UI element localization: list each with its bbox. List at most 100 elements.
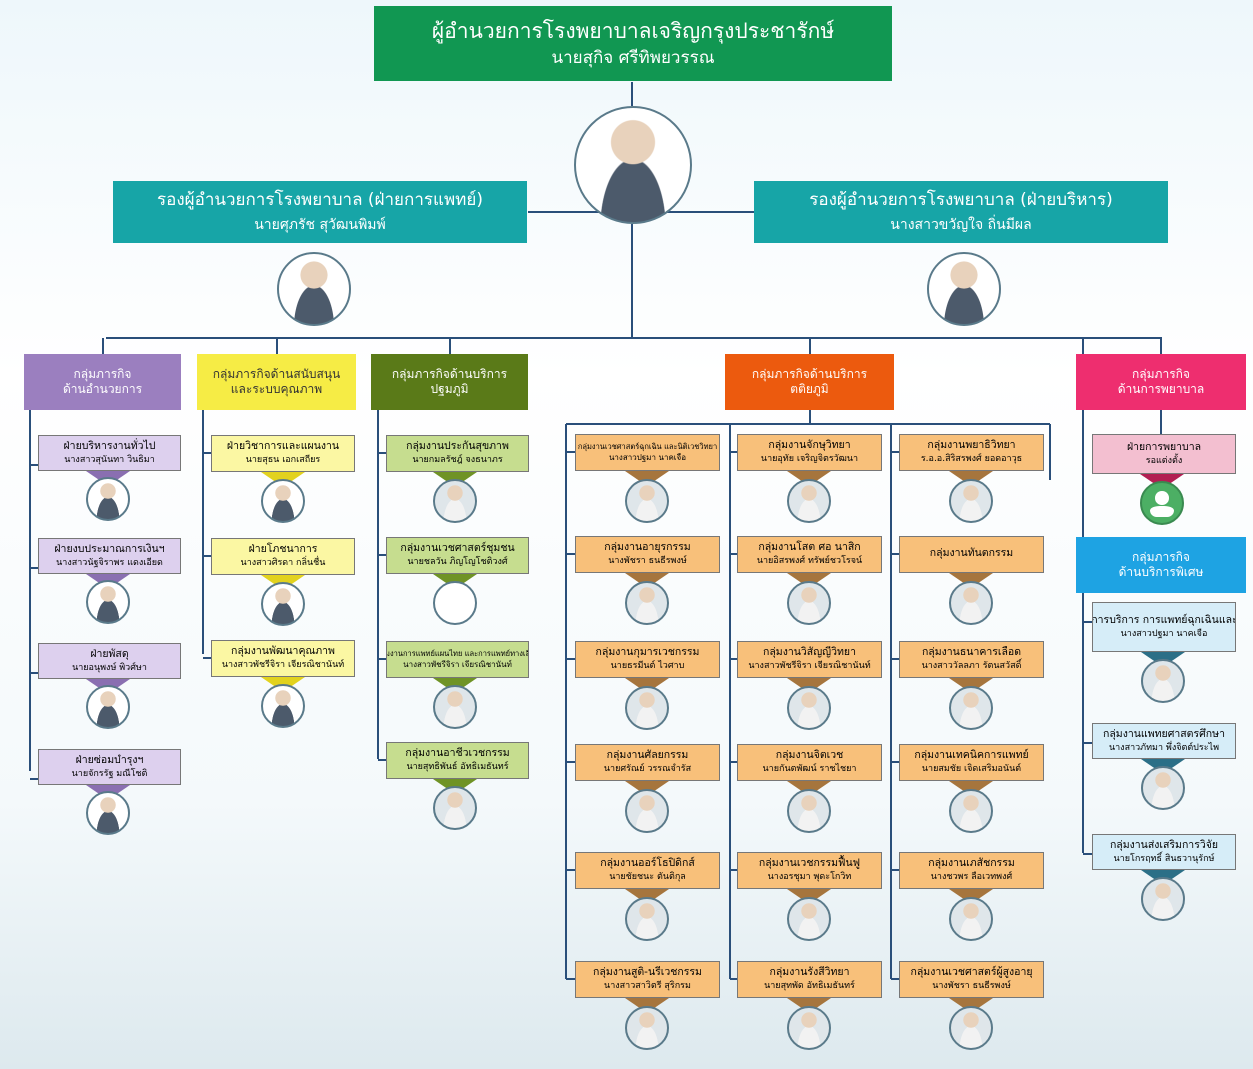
admin-unit-0: ฝ่ายบริหารงานทั่วไปนางสาวสุนันทา วินธิมา [38, 435, 181, 471]
tertiary-unit-1-5-name: นายสุทพัด อัทธิเมธันทร์ [764, 981, 855, 992]
tertiary-unit-2-5-title: กลุ่มงานเวชศาสตร์ผู้สูงอายุ [910, 966, 1033, 979]
special-unit-1-name: นางสาวภัทมา พึ่งจิตต์ประไพ [1108, 742, 1220, 753]
tertiary-unit-0-5-title: กลุ่มงานสูติ-นรีเวชกรรม [593, 966, 702, 979]
support-unit-0-title: ฝ่ายวิชาการและแผนงาน [226, 440, 340, 453]
tertiary-unit-2-0: กลุ่มงานพยาธิวิทยาร.อ.อ.สิริสรพงศ์ ยอดอา… [899, 434, 1044, 471]
tertiary-unit-2-4: กลุ่มงานเภสัชกรรมนางชวพร ลือเวทพงศ์ [899, 852, 1044, 889]
tertiary-unit-0-2-name: นายธรมีนต์ ไวศาบ [610, 661, 685, 672]
nursing-unit-0-title: ฝ่ายการพยาบาล [1126, 440, 1202, 453]
deputy-medical-photo-icon [277, 252, 351, 326]
tertiary-unit-0-5-photo-icon [625, 1006, 669, 1050]
tertiary-unit-0-4-title: กลุ่มงานออร์โธปิดิกส์ [600, 857, 695, 870]
group-special-header: กลุ่มภารกิจด้านบริการพิเศษ [1076, 537, 1246, 593]
tertiary-unit-1-1-name: นายอิสรพงศ์ ทรัพย์ชวโรจน์ [756, 556, 863, 567]
tertiary-unit-0-0-photo-icon [625, 479, 669, 523]
tertiary-unit-0-3: กลุ่มงานศัลยกรรมนายศรัณย์ วรรณจำรัส [575, 744, 720, 781]
tertiary-unit-2-3: กลุ่มงานเทคนิคการแพทย์นายสมชัย เจิดเสริม… [899, 744, 1044, 781]
group-primary-header: กลุ่มภารกิจด้านบริการปฐมภูมิ [371, 354, 528, 410]
nursing-unit-0-vacant-icon [1140, 481, 1184, 525]
tertiary-unit-1-1-title: กลุ่มงานโสต ศอ นาสิก [758, 541, 861, 554]
special-unit-0-title: กลุ่มงานการบริการ การแพทย์ฉุกเฉินและรับส… [1093, 613, 1236, 626]
special-unit-2-title: กลุ่มงานส่งเสริมการวิจัย [1109, 838, 1219, 851]
tertiary-unit-2-3-photo-icon [949, 789, 993, 833]
tertiary-unit-1-5: กลุ่มงานรังสีวิทยานายสุทพัด อัทธิเมธันทร… [737, 961, 882, 998]
director-photo-icon [574, 106, 692, 224]
support-unit-1-title: ฝ่ายโภชนาการ [248, 543, 318, 556]
support-unit-0: ฝ่ายวิชาการและแผนงานนายสุธน เอกเสถียร [211, 435, 355, 472]
tertiary-unit-2-2-name: นางสาววัลลภา รัตนสวัสดิ์ [921, 661, 1022, 672]
nursing-unit-0-name: รอแต่งตั้ง [1145, 455, 1183, 466]
tertiary-unit-2-4-name: นางชวพร ลือเวทพงศ์ [930, 872, 1013, 883]
tertiary-unit-0-4-name: นายชัยชนะ ตันติกุล [609, 872, 686, 883]
primary-unit-2-title: กลุ่มงานการแพทย์แผนไทย และการแพทย์ทางเลื… [387, 648, 528, 658]
tertiary-unit-0-0-name: นางสาวปฐมา นาคเจือ [608, 453, 687, 463]
group-admin-header-line2: ด้านอำนวยการ [62, 382, 143, 396]
tertiary-unit-1-2-title: กลุ่มงานวิสัญญีวิทยา [763, 646, 856, 659]
deputy-admin-box: รองผู้อำนวยการโรงพยาบาล (ฝ่ายบริหาร) นาง… [754, 181, 1168, 243]
group-tertiary-header-line1: กลุ่มภารกิจด้านบริการ [751, 367, 868, 381]
tertiary-unit-1-2-photo-icon [787, 686, 831, 730]
tertiary-unit-2-0-title: กลุ่มงานพยาธิวิทยา [927, 439, 1016, 452]
primary-unit-2-photo-icon [433, 685, 477, 729]
tertiary-unit-1-3-name: นายกันตพัฒน์ ราชไชยา [762, 764, 857, 775]
tertiary-unit-2-2-photo-icon [949, 686, 993, 730]
tertiary-unit-2-4-photo-icon [949, 897, 993, 941]
tertiary-unit-0-4-photo-icon [625, 897, 669, 941]
group-support-header-line1: กลุ่มภารกิจด้านสนับสนุน [212, 367, 341, 381]
tertiary-unit-1-4: กลุ่มงานเวชกรรมฟื้นฟูนางอรชุมา พุดะโกวิท [737, 852, 882, 889]
special-unit-0: กลุ่มงานการบริการ การแพทย์ฉุกเฉินและรับส… [1092, 602, 1236, 652]
group-nursing-header-line1: กลุ่มภารกิจ [1132, 367, 1190, 381]
tertiary-unit-2-3-title: กลุ่มงานเทคนิคการแพทย์ [914, 749, 1029, 762]
admin-unit-3-name: นายจักรรัฐ มณีโชติ [71, 768, 148, 779]
tertiary-unit-0-5: กลุ่มงานสูติ-นรีเวชกรรมนางสาวสาวิตรี สุร… [575, 961, 720, 998]
support-unit-2-photo-icon [261, 684, 305, 728]
deputy-medical-title: รองผู้อำนวยการโรงพยาบาล (ฝ่ายการแพทย์) [157, 189, 483, 210]
group-support-header-line2: และระบบคุณภาพ [230, 382, 323, 396]
primary-unit-3-title: กลุ่มงานอาชีวเวชกรรม [405, 747, 510, 760]
admin-unit-1-title: ฝ่ายงบประมาณการเงินฯ [54, 542, 165, 555]
support-unit-1-name: นางสาวศิรดา กลิ่นชื่น [240, 558, 326, 569]
support-unit-0-photo-icon [261, 479, 305, 523]
tertiary-unit-0-2-title: กลุ่มงานกุมารเวชกรรม [595, 646, 700, 659]
admin-unit-3-photo-icon [86, 791, 130, 835]
deputy-medical-box: รองผู้อำนวยการโรงพยาบาล (ฝ่ายการแพทย์) น… [113, 181, 527, 243]
tertiary-unit-1-4-photo-icon [787, 897, 831, 941]
deputy-admin-title: รองผู้อำนวยการโรงพยาบาล (ฝ่ายบริหาร) [809, 189, 1113, 210]
tertiary-unit-0-5-name: นางสาวสาวิตรี สุริกรม [604, 981, 691, 992]
admin-unit-3-title: ฝ่ายซ่อมบำรุงฯ [75, 753, 144, 766]
director-title: ผู้อำนวยการโรงพยาบาลเจริญกรุงประชารักษ์ [431, 18, 835, 43]
tertiary-unit-1-5-title: กลุ่มงานรังสีวิทยา [769, 966, 850, 979]
primary-unit-1-name: นายชลวัน ภิญโญโชติวงศ์ [407, 557, 508, 568]
admin-unit-0-title: ฝ่ายบริหารงานทั่วไป [63, 439, 156, 452]
group-nursing-header-line2: ด้านการพยาบาล [1117, 382, 1205, 396]
group-tertiary-header-line2: ตติยภูมิ [790, 382, 829, 396]
nursing-unit-0: ฝ่ายการพยาบาลรอแต่งตั้ง [1092, 434, 1236, 474]
primary-unit-2-name: นางสาวพัชรีจิรา เจียรณิชานันท์ [403, 660, 512, 670]
tertiary-unit-2-3-name: นายสมชัย เจิดเสริมอนันต์ [921, 764, 1022, 775]
tertiary-unit-2-0-photo-icon [949, 479, 993, 523]
support-unit-2-name: นางสาวพัชรีจิรา เจียรณิชานันท์ [221, 660, 345, 671]
support-unit-1: ฝ่ายโภชนาการนางสาวศิรดา กลิ่นชื่น [211, 538, 355, 575]
group-tertiary-header: กลุ่มภารกิจด้านบริการตติยภูมิ [725, 354, 894, 410]
tertiary-unit-0-1: กลุ่มงานอายุรกรรมนางพัชรา ธนธีรพงษ์ [575, 536, 720, 573]
primary-unit-1-photo-icon [433, 581, 477, 625]
primary-unit-0: กลุ่มงานประกันสุขภาพนายกมลรัชฎ์ จงธนาภร [386, 435, 529, 472]
tertiary-unit-1-5-photo-icon [787, 1006, 831, 1050]
tertiary-unit-2-5: กลุ่มงานเวชศาสตร์ผู้สูงอายุนางพัชรา ธนธี… [899, 961, 1044, 998]
primary-unit-3: กลุ่มงานอาชีวเวชกรรมนายสุทธิพันธ์ อัทธิเ… [386, 742, 529, 779]
tertiary-unit-0-3-photo-icon [625, 789, 669, 833]
tertiary-unit-2-2-title: กลุ่มงานธนาคารเลือด [921, 646, 1022, 659]
tertiary-unit-2-1: กลุ่มงานทันตกรรม [899, 536, 1044, 573]
special-unit-0-photo-icon [1141, 659, 1185, 703]
admin-unit-2-name: นายอนุพงษ์ พิวศ์ษา [72, 662, 147, 673]
tertiary-unit-2-5-photo-icon [949, 1006, 993, 1050]
admin-unit-2: ฝ่ายพัสดุนายอนุพงษ์ พิวศ์ษา [38, 643, 181, 679]
tertiary-unit-2-2: กลุ่มงานธนาคารเลือดนางสาววัลลภา รัตนสวัส… [899, 641, 1044, 678]
primary-unit-1-title: กลุ่มงานเวชศาสตร์ชุมชน [400, 542, 515, 555]
group-nursing-header: กลุ่มภารกิจด้านการพยาบาล [1076, 354, 1246, 410]
tertiary-unit-1-3-photo-icon [787, 789, 831, 833]
admin-unit-0-photo-icon [86, 477, 130, 521]
tertiary-unit-1-0-photo-icon [787, 479, 831, 523]
primary-unit-1: กลุ่มงานเวชศาสตร์ชุมชนนายชลวัน ภิญโญโชติ… [386, 537, 529, 574]
special-unit-2-photo-icon [1141, 877, 1185, 921]
